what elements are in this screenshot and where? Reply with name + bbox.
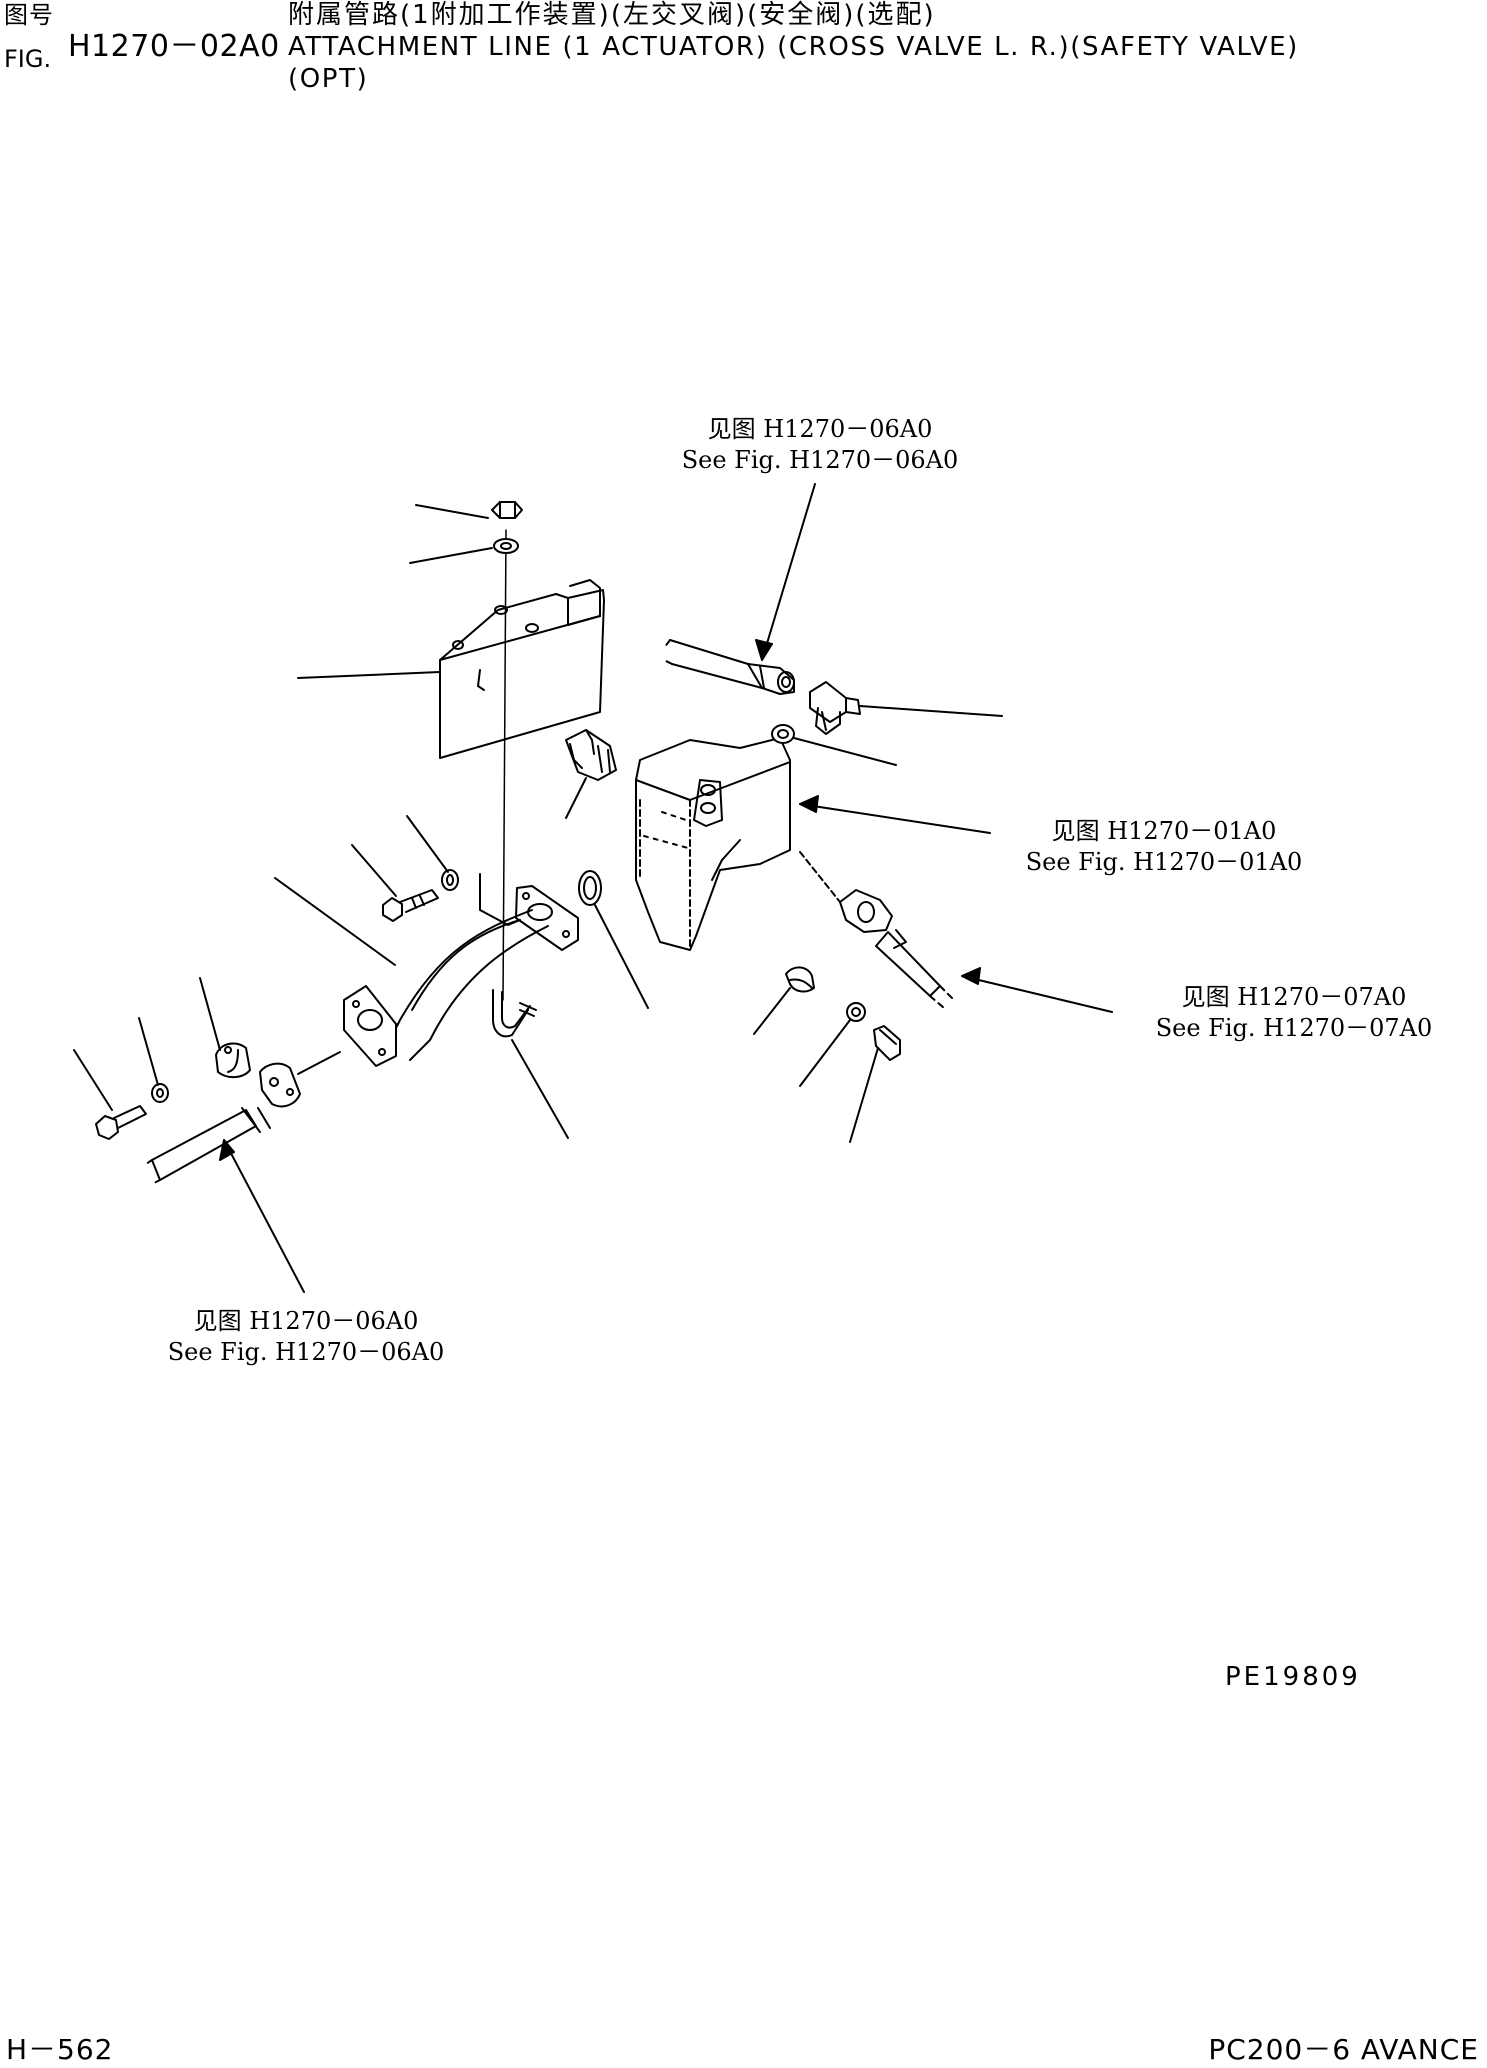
bolt-lower-right-part: [873, 1025, 901, 1061]
reference-lower-left-en: See Fig. H1270－06A0: [167, 1338, 445, 1366]
o-ring-part: [578, 870, 602, 906]
stud-axis-line: [502, 529, 507, 1001]
leader-o-ring-upper: [793, 737, 897, 766]
reference-upper-zh: 见图 H1270－06A0: [707, 415, 933, 443]
fig-label-zh: 图号: [4, 1, 54, 29]
title-english-line-2: (OPT): [288, 64, 369, 94]
drawing-number: PE19809: [1225, 1662, 1361, 1692]
elbow-fitting-part: [809, 681, 861, 735]
page-number: H－562: [6, 2033, 114, 2066]
cross-valve-block-part: [635, 737, 791, 951]
washer-upper-part: [441, 869, 459, 891]
bolt-part-left: [95, 1105, 147, 1140]
reference-lower-left-zh: 见图 H1270－06A0: [193, 1307, 419, 1335]
leader-bent-tube: [274, 877, 396, 966]
bracket-plate-part: [439, 579, 605, 759]
washer-part: [493, 538, 519, 554]
reference-lower-right: 见图 H1270－07A0 See Fig. H1270－07A0: [1124, 982, 1464, 1044]
leader-safety-valve: [565, 777, 587, 819]
u-clip-part: [492, 989, 537, 1038]
leader-flange-to-pipe: [297, 1051, 341, 1075]
title-english: ATTACHMENT LINE (1 ACTUATOR) (CROSS VALV…: [288, 32, 1299, 62]
flange-right-part: [799, 851, 893, 933]
split-flange-right-part: [259, 1062, 301, 1108]
o-ring-upper-part: [771, 724, 795, 744]
leader-washer-lower-right: [799, 1019, 851, 1087]
arrow-upper: [755, 483, 816, 661]
reference-lower-left: 见图 H1270－06A0 See Fig. H1270－06A0: [136, 1306, 476, 1368]
reference-upper: 见图 H1270－06A0 See Fig. H1270－06A0: [650, 414, 990, 476]
leader-elbow: [859, 705, 1003, 717]
title-chinese: 附属管路(1附加工作装置)(左交叉阀)(安全阀)(选配): [288, 0, 936, 30]
leader-washer-upper: [406, 815, 449, 873]
reference-lower-right-zh: 见图 H1270－07A0: [1181, 983, 1407, 1011]
leader-bolt-upper: [351, 844, 397, 897]
hose-right-part: [875, 929, 953, 1009]
model-name: PC200－6 AVANCE: [1208, 2033, 1479, 2066]
leader-washer-left: [138, 1017, 159, 1086]
bolt-part-upper: [382, 889, 439, 922]
washer-left-part: [151, 1083, 169, 1103]
arrow-lower-right: [961, 967, 1113, 1013]
reference-block: 见图 H1270－01A0 See Fig. H1270－01A0: [994, 816, 1334, 878]
leader-o-ring: [594, 904, 649, 1009]
washer-lower-right-part: [846, 1002, 866, 1022]
leader-split-flange-lower-right: [753, 987, 791, 1035]
leader-nut: [415, 504, 489, 519]
leader-bolt-left: [73, 1049, 113, 1111]
reference-block-en: See Fig. H1270－01A0: [1025, 848, 1303, 876]
leader-washer: [409, 547, 493, 564]
nut-part: [491, 501, 523, 519]
reference-block-zh: 见图 H1270－01A0: [1051, 817, 1277, 845]
arrow-block: [799, 795, 991, 834]
leader-split-flange-left: [199, 977, 221, 1051]
leader-bracket: [297, 671, 441, 679]
split-flange-lower-right-part: [785, 966, 815, 993]
split-flange-left-part: [215, 1042, 251, 1078]
leader-u-clip: [511, 1039, 569, 1139]
bent-tube-part: [343, 873, 579, 1067]
arrow-lower-left: [219, 1139, 305, 1293]
safety-valve-part: [565, 729, 617, 781]
hose-lower-left-part: [145, 1107, 271, 1185]
figure-number: H1270－02A0: [68, 29, 280, 64]
leader-bolt-lower-right: [849, 1047, 879, 1143]
hose-upper-part: [663, 639, 795, 695]
reference-upper-en: See Fig. H1270－06A0: [681, 446, 959, 474]
fig-label: FIG.: [4, 45, 52, 73]
reference-lower-right-en: See Fig. H1270－07A0: [1155, 1014, 1433, 1042]
